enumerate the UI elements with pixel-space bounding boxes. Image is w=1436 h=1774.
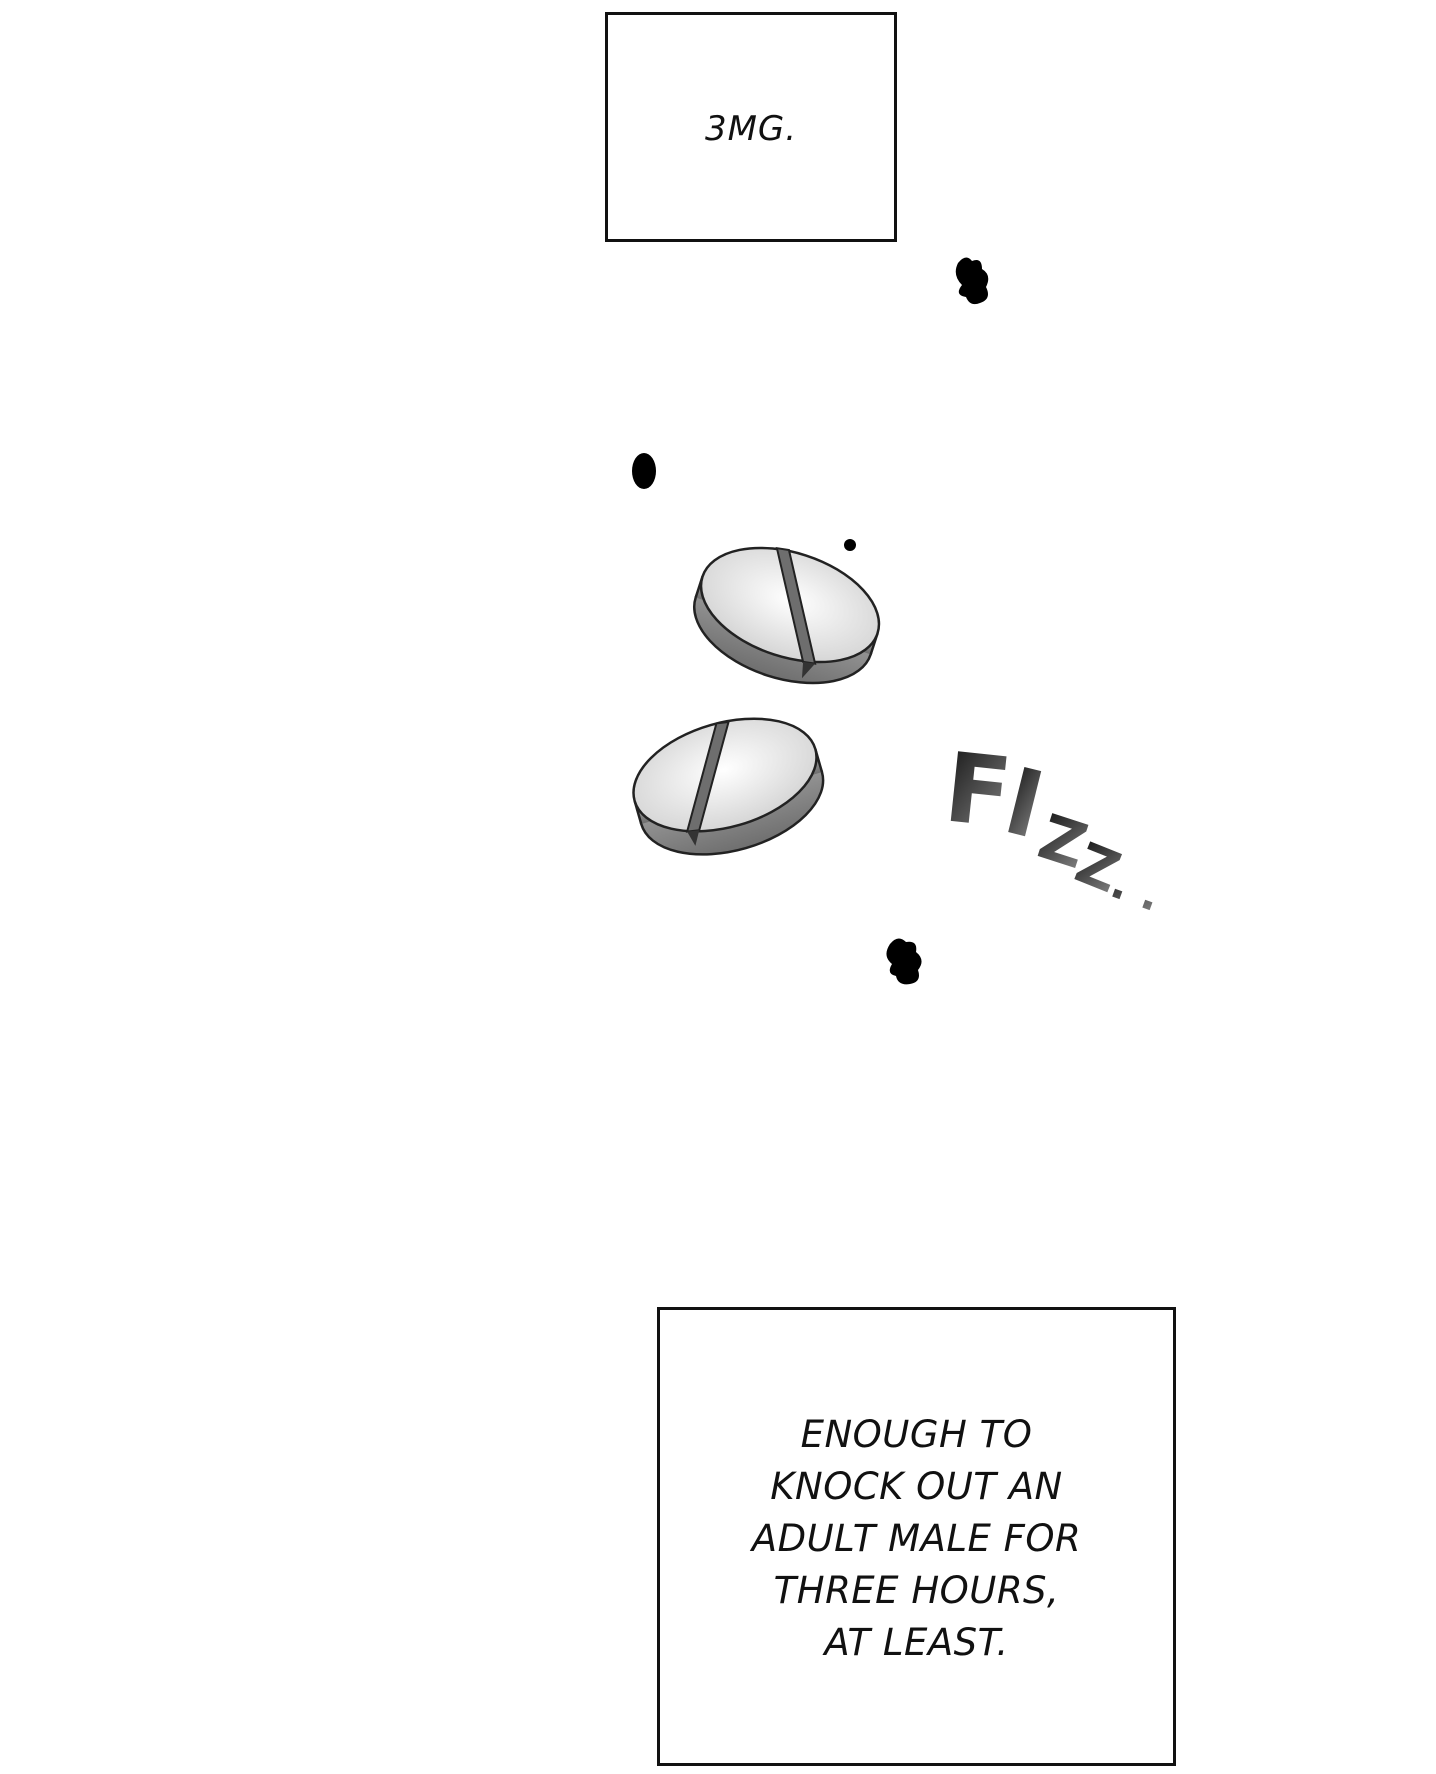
- ink-splatter-icon: [955, 257, 989, 305]
- caption-line: ADULT MALE FOR: [751, 1516, 1082, 1560]
- ink-splatter-icon: [886, 938, 922, 985]
- pill-tablet-1: [692, 546, 881, 685]
- ink-droplet-icon: [632, 453, 656, 489]
- sfx-letter-z2: Z: [1067, 831, 1129, 906]
- caption-text-top: 3MG.: [704, 109, 798, 149]
- pill-tablet-2: [632, 717, 825, 856]
- sfx-dots: . .: [1104, 857, 1167, 922]
- caption-box-top: 3MG.: [605, 12, 897, 242]
- caption-line: KNOCK OUT AN: [770, 1464, 1063, 1508]
- sfx-letter-z1: Z: [1030, 800, 1095, 883]
- sound-effect-fizz: F I Z Z . .: [940, 731, 1168, 922]
- caption-box-bottom: ENOUGH TO KNOCK OUT AN ADULT MALE FOR TH…: [657, 1307, 1176, 1766]
- caption-line: ENOUGH TO: [800, 1412, 1033, 1456]
- sfx-letter-i: I: [995, 748, 1054, 860]
- caption-line: AT LEAST.: [824, 1620, 1009, 1664]
- caption-text-bottom: ENOUGH TO KNOCK OUT AN ADULT MALE FOR TH…: [752, 1405, 1081, 1669]
- caption-line: THREE HOURS,: [773, 1568, 1060, 1612]
- sfx-letter-f: F: [940, 731, 1017, 849]
- ink-dot-icon: [844, 539, 856, 551]
